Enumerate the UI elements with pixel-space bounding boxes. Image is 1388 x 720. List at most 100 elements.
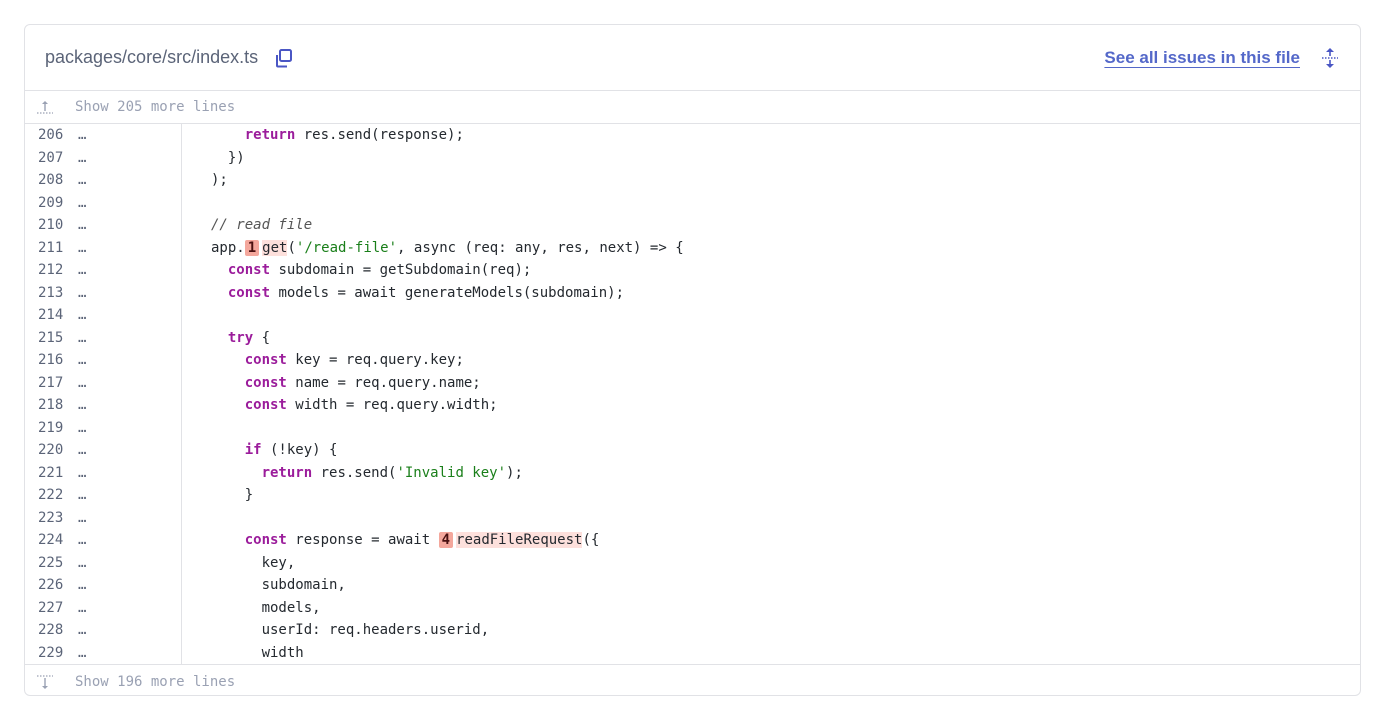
code-token — [211, 375, 245, 391]
line-source: width — [194, 642, 304, 665]
code-token: // read file — [211, 217, 313, 233]
line-number: 223 — [38, 509, 64, 526]
line-source — [194, 507, 211, 530]
code-line: 216… const key = req.query.key; — [25, 349, 1360, 372]
show-more-lines-below-button[interactable]: Show 196 more lines — [25, 664, 1360, 695]
line-source: ); — [194, 169, 228, 192]
code-token: return — [244, 127, 296, 143]
line-number: 220 — [38, 442, 64, 458]
expand-vertical-icon[interactable] — [1320, 47, 1340, 69]
code-line: 220… if (!key) { — [25, 439, 1360, 462]
code-token: userId: req.headers.userid, — [211, 622, 490, 638]
line-number: 209 — [38, 194, 64, 211]
line-source — [194, 417, 211, 440]
line-ellipsis: … — [78, 329, 87, 346]
line-ellipsis: … — [78, 149, 87, 166]
line-ellipsis: … — [78, 622, 87, 638]
line-source: const width = req.query.width; — [194, 394, 498, 417]
code-token: (!key) { — [261, 442, 338, 458]
code-line: 219 … — [25, 417, 1360, 440]
show-more-lines-above-button[interactable]: Show 205 more lines — [25, 91, 1360, 124]
code-token: , async (req: any, res, next) => { — [397, 239, 684, 256]
code-token — [211, 262, 228, 278]
code-token: width = req.query.width; — [286, 397, 498, 413]
issue-highlight[interactable]: get — [262, 239, 288, 256]
line-number: 217 — [38, 374, 64, 391]
line-number: 222 — [38, 487, 64, 503]
code-token — [211, 442, 245, 458]
line-ellipsis: … — [78, 487, 87, 503]
issue-highlight[interactable]: readFileRequest — [456, 532, 583, 548]
line-number: 228 — [38, 622, 64, 638]
line-ellipsis: … — [78, 464, 87, 481]
code-token: response = await — [286, 532, 439, 548]
code-token: width — [211, 644, 304, 661]
code-token: const — [227, 262, 271, 278]
code-token: } — [211, 487, 254, 503]
code-line: 226… subdomain, — [25, 574, 1360, 597]
line-source: models, — [194, 597, 321, 620]
line-ellipsis: … — [78, 239, 87, 256]
line-ellipsis: … — [78, 442, 87, 458]
line-ellipsis: … — [78, 509, 87, 526]
line-number: 227 — [38, 599, 64, 616]
code-token: models, — [211, 599, 321, 616]
code-line: 223 … — [25, 507, 1360, 530]
line-source — [194, 192, 211, 215]
code-line: 215… try { — [25, 327, 1360, 350]
code-token: const — [244, 352, 287, 368]
code-line: 227 … models, — [25, 597, 1360, 620]
issue-badge[interactable]: 4 — [438, 532, 454, 548]
line-number: 221 — [38, 464, 64, 481]
line-ellipsis: … — [78, 419, 87, 436]
line-source: return res.send(response); — [194, 124, 464, 147]
code-token: ( — [287, 239, 296, 256]
line-number: 218 — [38, 397, 64, 413]
show-more-lines-below-label: Show 196 more lines — [75, 673, 236, 690]
line-source: }) — [194, 147, 245, 170]
issue-badge[interactable]: 1 — [244, 239, 260, 256]
line-number: 208 — [38, 172, 64, 188]
line-source: return res.send('Invalid key'); — [194, 462, 523, 485]
code-token: const — [244, 374, 287, 391]
line-number: 229 — [38, 644, 64, 661]
copy-icon[interactable] — [272, 47, 294, 69]
line-ellipsis: … — [78, 599, 87, 616]
line-source: // read file — [194, 214, 312, 237]
line-ellipsis: … — [78, 217, 87, 233]
line-ellipsis: … — [78, 532, 87, 548]
line-source: } — [194, 484, 253, 507]
line-ellipsis: … — [78, 554, 87, 571]
code-token: key, — [211, 554, 296, 571]
line-ellipsis: … — [78, 172, 87, 188]
code-line: 221 … return res.send('Invalid key'); — [25, 462, 1360, 485]
line-number: 211 — [38, 239, 64, 256]
code-line: 212… const subdomain = getSubdomain(req)… — [25, 259, 1360, 282]
code-token — [211, 397, 245, 413]
line-number: 207 — [38, 149, 64, 166]
line-number: 219 — [38, 419, 64, 436]
code-token: ); — [506, 464, 523, 481]
code-line: 206… return res.send(response); — [25, 124, 1360, 147]
expand-down-icon — [37, 674, 53, 689]
code-token: return — [261, 464, 313, 481]
code-line: 214… — [25, 304, 1360, 327]
code-token: const — [244, 532, 287, 548]
line-source: userId: req.headers.userid, — [194, 619, 490, 642]
code-token: app. — [211, 239, 245, 256]
expand-up-icon — [37, 101, 53, 114]
line-ellipsis: … — [78, 352, 87, 368]
see-all-issues-link[interactable]: See all issues in this file — [1104, 47, 1300, 67]
line-source: const name = req.query.name; — [194, 372, 481, 395]
code-token — [211, 330, 228, 346]
code-token: const — [227, 284, 271, 301]
line-source: const subdomain = getSubdomain(req); — [194, 259, 531, 282]
code-line: 225… key, — [25, 552, 1360, 575]
line-source: subdomain, — [194, 574, 346, 597]
code-line: 210…// read file — [25, 214, 1360, 237]
line-number: 226 — [38, 577, 64, 593]
line-source: key, — [194, 552, 296, 575]
